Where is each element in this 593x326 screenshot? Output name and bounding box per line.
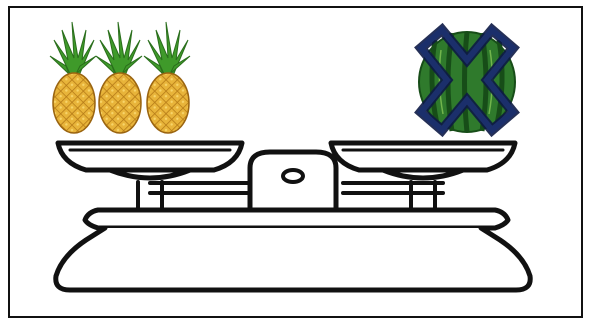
right-pan — [331, 143, 515, 210]
watermelon-group — [419, 28, 516, 132]
pineapple-icon-3 — [144, 22, 190, 133]
pineapple-icon-1 — [50, 22, 96, 133]
scale-center-post — [250, 152, 336, 210]
balance-scale-icon — [56, 143, 530, 290]
scale-base — [56, 210, 530, 290]
left-pan — [58, 143, 242, 210]
pineapple-group — [50, 22, 190, 133]
pineapple-icon-2 — [96, 22, 142, 133]
